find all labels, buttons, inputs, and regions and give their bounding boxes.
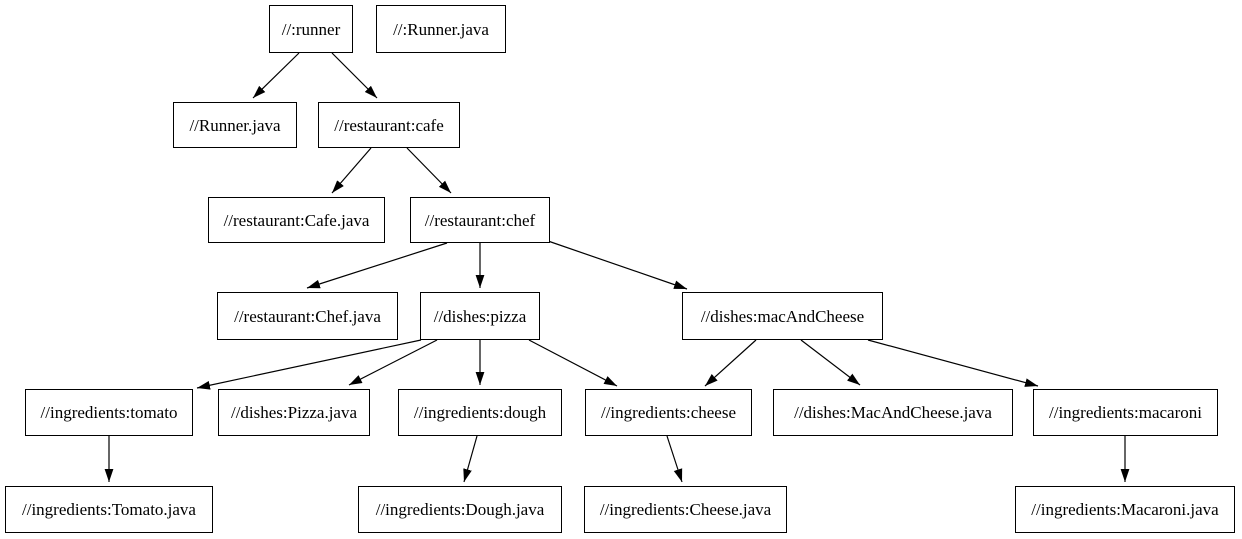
graph-node-macaroni-java: //ingredients:Macaroni.java bbox=[1015, 486, 1235, 533]
graph-node-label: //dishes:Pizza.java bbox=[230, 403, 358, 422]
graph-node-macandcheese-java: //dishes:MacAndCheese.java bbox=[773, 389, 1013, 436]
graph-node-label: //ingredients:macaroni bbox=[1049, 403, 1202, 422]
graph-node-dough-java: //ingredients:Dough.java bbox=[358, 486, 562, 533]
graph-node-cheese-java: //ingredients:Cheese.java bbox=[584, 486, 787, 533]
edge-cafe-to-chef bbox=[406, 147, 452, 194]
graph-node-chef: //restaurant:chef bbox=[410, 197, 550, 243]
graph-node-label: //ingredients:Cheese.java bbox=[599, 500, 772, 519]
edge-runner-to-cafe bbox=[331, 52, 378, 99]
graph-node-label: //ingredients:Dough.java bbox=[375, 500, 545, 519]
graph-node-cafe-java: //restaurant:Cafe.java bbox=[208, 197, 385, 243]
graph-node-label: //ingredients:tomato bbox=[40, 403, 178, 422]
graph-node-label: //restaurant:cafe bbox=[334, 115, 444, 135]
graph-node-dough: //ingredients:dough bbox=[398, 389, 562, 436]
edge-chef-to-chef-java bbox=[306, 242, 448, 289]
graph-node-label: //ingredients:Tomato.java bbox=[22, 500, 196, 519]
edge-pizza-to-cheese bbox=[528, 339, 618, 387]
graph-node-label: //restaurant:Cafe.java bbox=[223, 210, 370, 230]
graph-node-label: //dishes:MacAndCheese.java bbox=[794, 403, 992, 422]
graph-node-label: //:runner bbox=[281, 19, 341, 39]
graph-node-label: //dishes:macAndCheese bbox=[700, 306, 865, 326]
graph-node-label: //restaurant:Chef.java bbox=[234, 306, 381, 326]
edge-macandcheese-to-cheese bbox=[704, 339, 757, 387]
edge-macandcheese-to-macaroni bbox=[867, 339, 1039, 387]
graph-node-label: //restaurant:chef bbox=[424, 210, 536, 230]
graph-node-label: //Runner.java bbox=[189, 115, 281, 135]
graph-node-label: //dishes:pizza bbox=[433, 306, 527, 326]
graph-node-tomato-java: //ingredients:Tomato.java bbox=[5, 486, 213, 533]
graph-node-macandcheese: //dishes:macAndCheese bbox=[682, 292, 883, 340]
graph-node-cafe: //restaurant:cafe bbox=[318, 102, 460, 148]
graph-node-cheese: //ingredients:cheese bbox=[585, 389, 752, 436]
edge-cafe-to-cafe-java bbox=[331, 147, 372, 194]
graph-node-label: //ingredients:Macaroni.java bbox=[1031, 500, 1219, 519]
edge-pizza-to-pizza-java bbox=[348, 339, 438, 386]
edge-macandcheese-to-macandcheese-java bbox=[800, 339, 861, 386]
graph-node-pizza-java: //dishes:Pizza.java bbox=[218, 389, 370, 436]
edge-pizza-to-tomato bbox=[196, 339, 422, 390]
edge-chef-to-macandcheese bbox=[547, 240, 688, 290]
graph-node-tomato: //ingredients:tomato bbox=[25, 389, 193, 436]
edge-dough-to-dough-java bbox=[463, 435, 478, 483]
edge-runner-to-runner-java bbox=[252, 52, 300, 99]
graph-node-chef-java: //restaurant:Chef.java bbox=[217, 292, 398, 340]
graph-node-label: //:Runner.java bbox=[393, 19, 489, 39]
graph-node-label: //ingredients:dough bbox=[413, 403, 547, 422]
graph-node-macaroni: //ingredients:macaroni bbox=[1033, 389, 1218, 436]
graph-node-runner-java: //Runner.java bbox=[173, 102, 297, 148]
graph-node-runner: //:runner bbox=[269, 5, 353, 53]
graph-node-label: //ingredients:cheese bbox=[600, 403, 736, 422]
graph-node-root-runner-java: //:Runner.java bbox=[376, 5, 506, 53]
graph-node-pizza: //dishes:pizza bbox=[420, 292, 540, 340]
edge-cheese-to-cheese-java bbox=[666, 435, 683, 483]
